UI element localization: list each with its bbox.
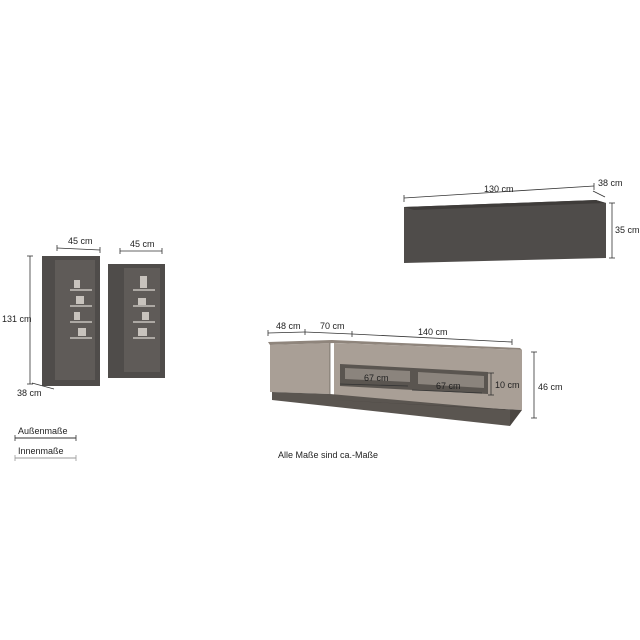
wall-width-line — [403, 185, 595, 199]
tv-board-dimensions: 48 cm 70 cm 140 cm 67 cm 67 cm 10 cm 46 … — [267, 321, 563, 419]
legend-outer-label: Außenmaße — [18, 426, 68, 436]
tv-w1-label: 48 cm — [276, 321, 301, 331]
legend: Außenmaße Innenmaße — [14, 426, 77, 461]
wall-cabinet — [404, 200, 606, 263]
tv-board-compartment-right — [418, 372, 484, 388]
cabinet-right-deco — [142, 312, 149, 320]
wall-depth-label: 38 cm — [598, 178, 623, 188]
cabinet-left-deco — [74, 312, 80, 320]
wall-cabinet-body — [404, 200, 606, 263]
glass-cabinet-right — [108, 264, 165, 378]
tv-board-base — [272, 392, 510, 426]
tv-height-label: 46 cm — [538, 382, 563, 392]
tv-w2-label: 70 cm — [320, 321, 345, 331]
tv-board — [268, 340, 522, 426]
tv-w1-line — [267, 331, 306, 334]
tv-inner2-line — [411, 389, 483, 394]
tv-w2-line — [304, 331, 353, 335]
tv-board-left-module — [270, 343, 330, 394]
cab-depth-line — [31, 382, 55, 390]
tv-w3-line — [351, 333, 513, 343]
cabinet-right-deco — [138, 328, 147, 336]
cabinet-left-deco — [78, 328, 86, 336]
wall-cabinet-dimensions: 130 cm 38 cm 35 cm — [403, 178, 640, 259]
cab1-width-label: 45 cm — [68, 236, 93, 246]
tv-w3-label: 140 cm — [418, 327, 448, 337]
tv-board-base-shadow — [334, 400, 522, 426]
wall-width-label: 130 cm — [484, 184, 514, 194]
cab-height-label: 131 cm — [2, 314, 32, 324]
cabinet-left-deco — [76, 296, 84, 304]
wall-height-label: 35 cm — [615, 225, 640, 235]
cabinet-right-deco — [138, 298, 146, 305]
cab2-width-label: 45 cm — [130, 239, 155, 249]
tv-inner2-label: 67 cm — [436, 381, 461, 391]
wall-cabinet-top — [404, 200, 606, 210]
cabinet-right-deco — [140, 276, 147, 288]
cab-depth-label: 38 cm — [17, 388, 42, 398]
approx-dimensions-note: Alle Maße sind ca.-Maße — [278, 450, 378, 460]
cabinet-dimensions: 45 cm 45 cm 131 cm 38 cm — [2, 236, 163, 398]
cabinet-left-deco — [74, 280, 80, 288]
wall-depth-line — [592, 190, 606, 198]
legend-inner-label: Innenmaße — [18, 446, 64, 456]
tv-board-top — [268, 340, 522, 350]
cab1-width-line — [56, 247, 101, 251]
glass-cabinet-left — [42, 256, 100, 386]
tv-inner1-line — [339, 383, 409, 387]
tv-inner-h-label: 10 cm — [495, 380, 520, 390]
tv-board-compartment-left — [345, 368, 410, 382]
tv-inner1-label: 67 cm — [364, 373, 389, 383]
